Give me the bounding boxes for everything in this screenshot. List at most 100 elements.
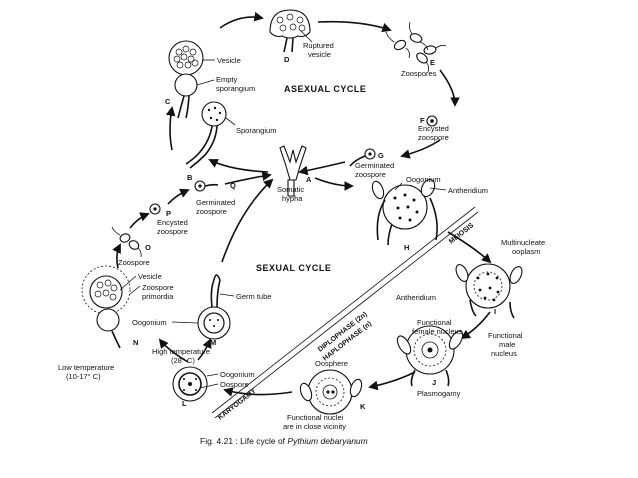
oogonium-l-label: Oogonium xyxy=(220,370,255,379)
empty-sporangium-label-1: Empty xyxy=(216,75,238,84)
encysted-zoospore-p-label-2: zoospore xyxy=(157,227,188,236)
sexual-cycle-title: SEXUAL CYCLE xyxy=(256,263,331,273)
stage-letter-p: P xyxy=(166,209,171,218)
stage-letter-m: M xyxy=(210,338,216,347)
vesicle-left-label: Vesicle xyxy=(138,272,162,281)
arrow-e-to-f xyxy=(439,69,460,107)
stage-letter-j: J xyxy=(432,378,436,387)
germinated-zoospore-q-label-1: Germinated xyxy=(196,198,235,207)
divider-line-upper xyxy=(214,211,479,419)
male-nucleus-label-1: Functional xyxy=(488,331,523,340)
arrow-q-to-a xyxy=(224,171,272,185)
arrow-o-to-p xyxy=(129,212,150,229)
sexual-cycle-arrows xyxy=(112,171,492,397)
multinucleate-label-1: Multinucleate xyxy=(501,238,545,247)
antheridium-top-label: Antheridium xyxy=(448,186,488,195)
germ-tube-label: Germ tube xyxy=(236,292,271,301)
stage-k-oosphere xyxy=(299,369,363,415)
arrow-g-to-a xyxy=(298,161,346,176)
stage-letter-o: O xyxy=(145,243,151,252)
arrow-f-to-g xyxy=(400,139,441,159)
sporangium-label: Sporangium xyxy=(236,126,276,135)
pointer-lines xyxy=(119,29,447,389)
antheridium-i-label: Antheridium xyxy=(396,293,436,302)
somatic-hypha-label-2: hypha xyxy=(282,194,303,203)
stage-m-germ-tube xyxy=(197,274,231,340)
stage-letter-k: K xyxy=(360,402,366,411)
divider-line-lower xyxy=(211,206,476,414)
low-temperature-label-1: Low temperature xyxy=(58,363,114,372)
stage-g-germinated-zoospore xyxy=(349,148,376,167)
arrow-j-to-k xyxy=(368,371,416,391)
arrow-i-to-j xyxy=(460,311,491,340)
oogonium-top-label: Oogonium xyxy=(406,175,441,184)
female-nucleus-label-2: female nucleus xyxy=(412,327,463,336)
encysted-zoospore-p-label-1: Encysted xyxy=(157,218,188,227)
oosphere-label: Oosphere xyxy=(315,359,348,368)
stage-b-sporangium xyxy=(185,101,227,169)
germinated-zoospore-g-label-1: Germinated xyxy=(355,161,394,170)
stage-e-zoospores xyxy=(385,21,447,73)
functional-nuclei-label-1: Functional nuclei xyxy=(287,413,344,422)
stage-i-multinucleate-ooplasm xyxy=(455,263,523,319)
stage-letter-a: A xyxy=(306,175,312,184)
stage-letter-g: G xyxy=(378,151,384,160)
stage-d-ruptured-vesicle xyxy=(269,9,311,53)
stage-letter-q: Q xyxy=(230,181,236,190)
stage-letter-l: L xyxy=(182,399,187,408)
stage-f-encysted-zoospore xyxy=(426,115,438,127)
arrow-k-to-l xyxy=(223,387,293,397)
arrow-a-to-b xyxy=(208,159,269,173)
functional-nuclei-label-2: are in close vicinity xyxy=(283,422,346,431)
stage-letter-e: E xyxy=(430,58,435,67)
arrow-l-to-n xyxy=(158,338,189,363)
arrow-p-to-q xyxy=(167,188,190,205)
high-temperature-label-2: (28° C) xyxy=(171,356,195,365)
encysted-zoospore-f-label-1: Encysted xyxy=(418,124,449,133)
stage-letter-h: H xyxy=(404,243,409,252)
female-nucleus-label-1: Functional xyxy=(417,318,452,327)
stage-letter-f: F xyxy=(420,116,425,125)
stage-letter-i: I xyxy=(494,307,496,316)
stage-letter-b: B xyxy=(187,173,193,182)
stage-letter-d: D xyxy=(284,55,290,64)
arrow-b-to-c xyxy=(165,106,176,151)
caption-prefix: Fig. 4.21 : Life cycle of xyxy=(200,436,287,446)
caption-species: Pythium debaryanum xyxy=(287,436,367,446)
ruptured-vesicle-label-1: Ruptured xyxy=(303,41,334,50)
stage-h-oogonium-antheridium xyxy=(371,178,438,246)
zoospore-o-label: Zoospore xyxy=(118,258,150,267)
phase-divider xyxy=(211,206,479,419)
high-temperature-label-1: High temperature xyxy=(152,347,210,356)
stage-c-sporangium-vesicle xyxy=(168,40,204,119)
plasmogamy-label: Plasmogamy xyxy=(417,389,461,398)
multinucleate-label-2: ooplasm xyxy=(512,247,540,256)
oospore-l-label: Oospore xyxy=(220,380,249,389)
somatic-hypha-label-1: Somatic xyxy=(277,185,304,194)
ruptured-vesicle-label-2: vesicle xyxy=(308,50,331,59)
germinated-zoospore-g-label-2: zoospore xyxy=(355,170,386,179)
stage-n-zoospore-primordia xyxy=(81,265,131,349)
stage-p-encysted-zoospore xyxy=(149,203,161,215)
arrow-a-to-h xyxy=(314,177,354,191)
empty-sporangium-label-2: sporangium xyxy=(216,84,255,93)
germinated-zoospore-q-label-2: zoospore xyxy=(196,207,227,216)
zoospore-primordia-label-2: primordia xyxy=(142,292,174,301)
figure-caption: Fig. 4.21 : Life cycle of Pythium debary… xyxy=(200,436,368,446)
encysted-zoospore-f-label-2: zoospore xyxy=(418,133,449,142)
stage-l-oospore xyxy=(172,366,208,402)
oogonium-m-label: Oogonium xyxy=(132,318,167,327)
arrow-h-to-i xyxy=(447,231,492,264)
empty-sporangium-shape xyxy=(174,73,198,97)
male-nucleus-label-2: male xyxy=(499,340,515,349)
stage-q-germinated-zoospore xyxy=(194,180,219,192)
stage-j-plasmogamy xyxy=(396,325,464,387)
asexual-cycle-title: ASEXUAL CYCLE xyxy=(284,84,366,94)
stage-letter-n: N xyxy=(133,338,138,347)
arrow-l-to-m xyxy=(197,338,212,361)
stage-a-somatic-hypha xyxy=(279,145,307,197)
stage-letter-c: C xyxy=(165,97,171,106)
arrow-d-to-e xyxy=(317,20,392,33)
arrow-m-to-a xyxy=(221,178,274,263)
